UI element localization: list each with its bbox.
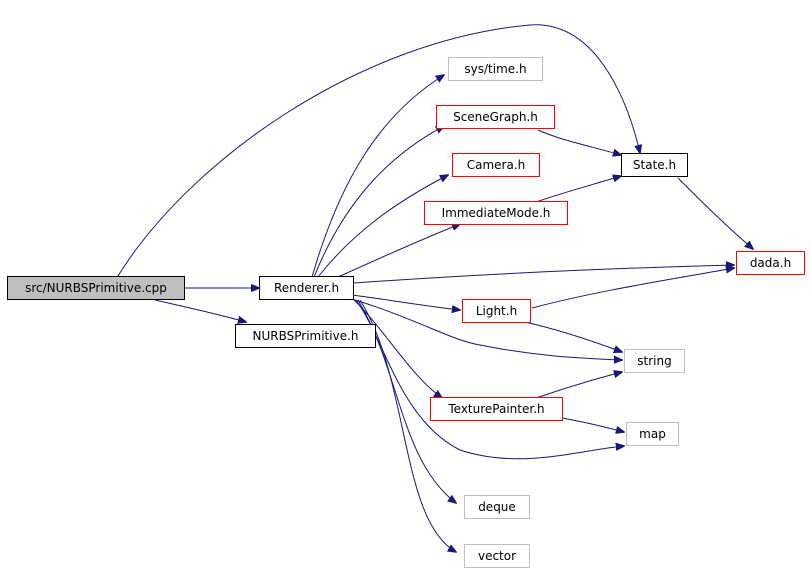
node-texturepainter-h[interactable]: TexturePainter.h xyxy=(430,397,563,421)
edge-scenegraph-state xyxy=(537,129,621,155)
node-src-nurbsprimitive-cpp: src/NURBSPrimitive.cpp xyxy=(7,276,185,300)
edge-light-dada xyxy=(531,268,734,309)
edge-texturepainter-map xyxy=(561,417,624,432)
node-state-h[interactable]: State.h xyxy=(621,153,688,177)
node-sys-time-h: sys/time.h xyxy=(448,57,543,81)
edge-state-dada xyxy=(677,177,753,249)
edge-light-string xyxy=(524,321,622,352)
node-deque: deque xyxy=(464,495,530,519)
edge-renderer-light xyxy=(351,294,460,310)
node-camera-h[interactable]: Camera.h xyxy=(452,153,540,177)
edge-renderer-string xyxy=(351,298,622,360)
node-scenegraph-h[interactable]: SceneGraph.h xyxy=(436,105,555,129)
edge-cpp-state xyxy=(117,24,640,277)
edge-renderer-dada xyxy=(353,265,734,284)
node-vector: vector xyxy=(464,544,530,568)
edge-renderer-map xyxy=(355,299,624,460)
node-string: string xyxy=(624,349,685,373)
edge-texturepainter-string xyxy=(535,372,622,399)
edge-renderer-vector xyxy=(359,299,456,552)
node-light-h[interactable]: Light.h xyxy=(462,299,531,323)
edge-renderer-camera xyxy=(317,175,448,278)
edge-renderer-scenegraph xyxy=(313,126,444,278)
edge-renderer-systime xyxy=(311,75,444,278)
node-immediatemode-h[interactable]: ImmediateMode.h xyxy=(424,201,568,225)
node-dada-h[interactable]: dada.h xyxy=(736,251,805,275)
edge-renderer-immediatemode xyxy=(337,224,460,278)
node-renderer-h[interactable]: Renderer.h xyxy=(259,276,354,300)
node-nurbsprimitive-h[interactable]: NURBSPrimitive.h xyxy=(235,324,376,348)
edge-cpp-nurbsprimitive-h xyxy=(154,299,246,322)
node-map: map xyxy=(626,422,679,446)
edge-immediatemode-state xyxy=(535,176,621,203)
